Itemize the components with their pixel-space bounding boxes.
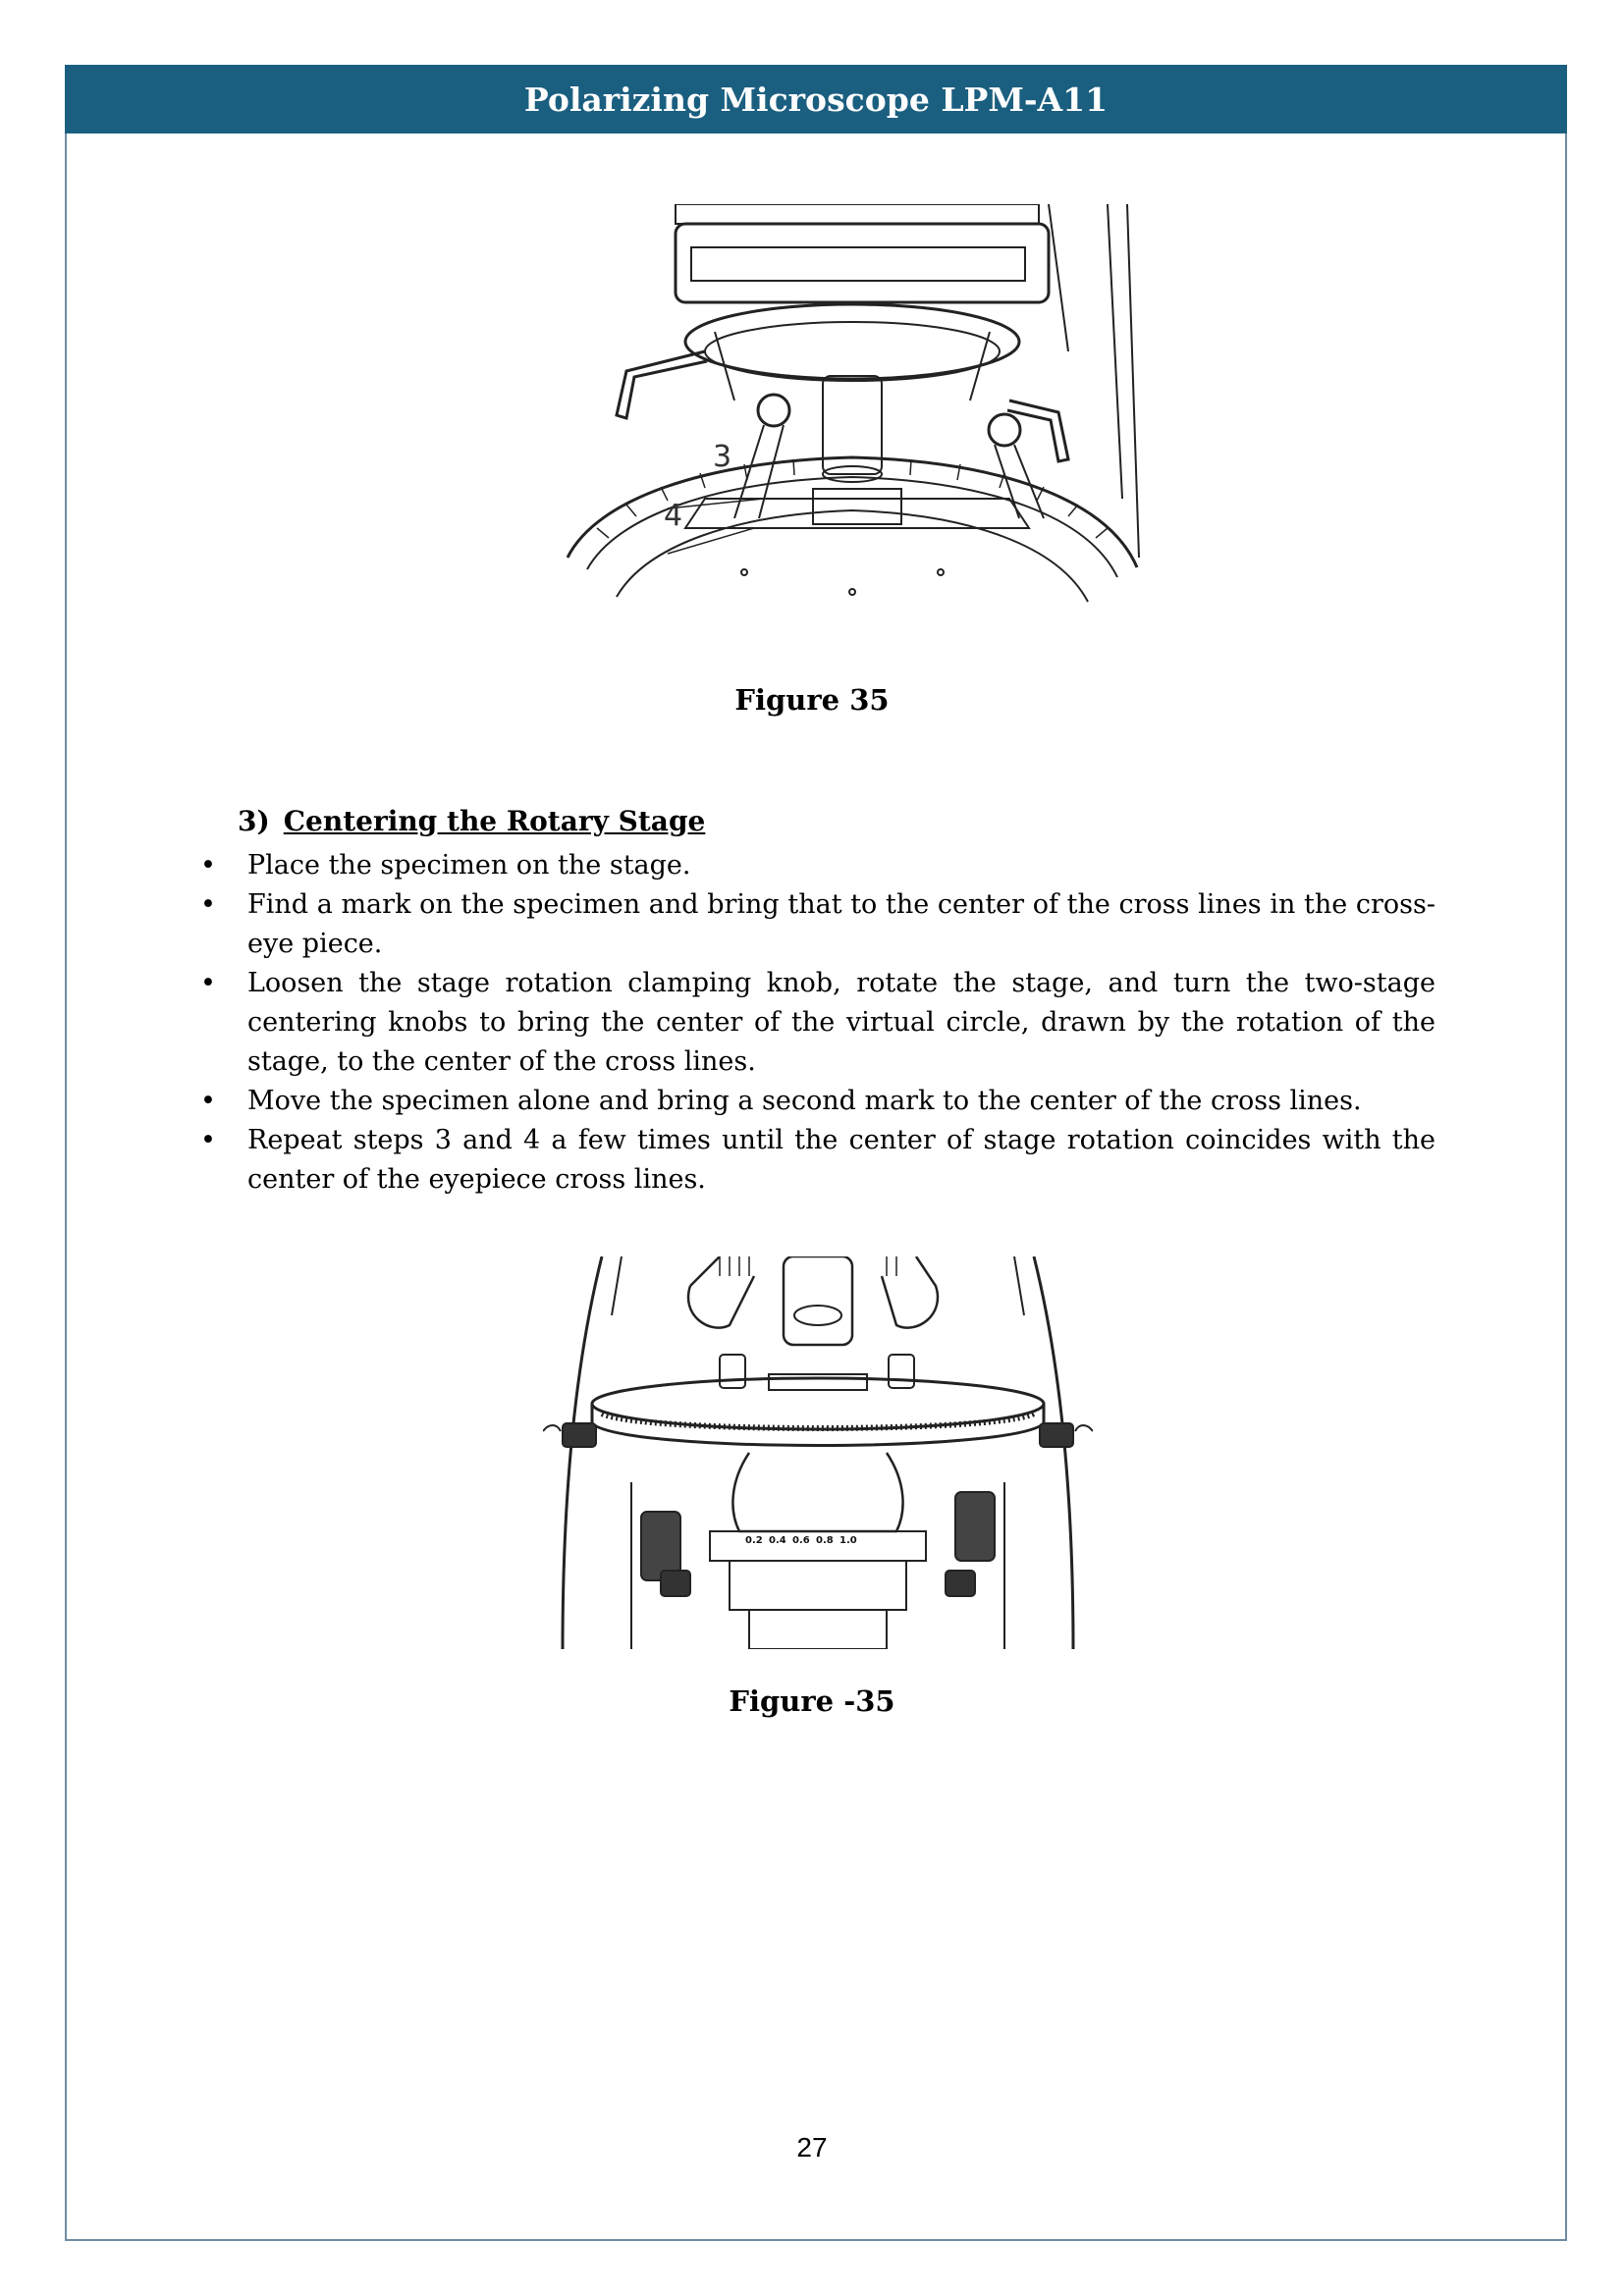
- instruction-list: •Place the specimen on the stage. •Find …: [196, 846, 1435, 1200]
- section-heading: 3) Centering the Rotary Stage: [238, 805, 705, 837]
- bullet-icon: •: [200, 968, 216, 998]
- callout-3: 3: [713, 440, 732, 474]
- list-item: •Find a mark on the specimen and bring t…: [196, 885, 1435, 964]
- figure-35b-illustration: 0.2 0.4 0.6 0.8 1.0: [542, 1255, 1094, 1650]
- document-header: Polarizing Microscope LPM-A11: [65, 65, 1567, 133]
- scale-label: 1.0: [839, 1535, 857, 1546]
- bullet-icon: •: [200, 889, 216, 920]
- scale-label: 0.4: [769, 1535, 786, 1546]
- scale-label: 0.8: [816, 1535, 834, 1546]
- list-item: •Place the specimen on the stage.: [196, 846, 1435, 885]
- list-item: •Move the specimen alone and bring a sec…: [196, 1082, 1435, 1121]
- list-item: •Loosen the stage rotation clamping knob…: [196, 964, 1435, 1082]
- scale-label: 0.2: [745, 1535, 763, 1546]
- section-number: 3): [238, 805, 270, 837]
- bullet-icon: •: [200, 1125, 216, 1155]
- scale-label: 0.6: [792, 1535, 810, 1546]
- figure-35b-caption: Figure -35: [729, 1684, 895, 1718]
- list-item: •Repeat steps 3 and 4 a few times until …: [196, 1121, 1435, 1200]
- page-number: 27: [796, 2132, 828, 2163]
- document-title: Polarizing Microscope LPM-A11: [523, 80, 1109, 119]
- figure-35-illustration: 3 4: [558, 203, 1141, 609]
- figure-35-caption: Figure 35: [734, 683, 890, 717]
- bullet-icon: •: [200, 850, 216, 881]
- callout-4: 4: [664, 499, 683, 533]
- section-title: Centering the Rotary Stage: [283, 805, 706, 837]
- bullet-icon: •: [200, 1086, 216, 1116]
